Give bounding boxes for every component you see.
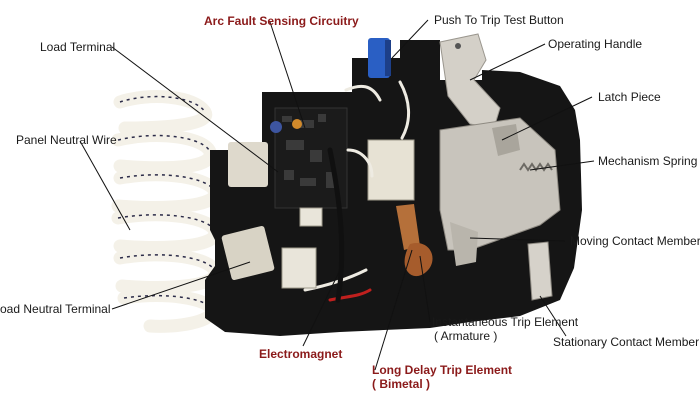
panel-neutral-wire-coil	[111, 90, 222, 333]
mechanism-plate	[439, 117, 561, 251]
leader-lines	[79, 19, 595, 371]
label-instantaneous-line1: Instantaneous Trip Element	[432, 315, 579, 329]
label-long-delay-trip-element: Long Delay Trip Element ( Bimetal )	[372, 363, 512, 391]
label-load-terminal: Load Terminal	[40, 40, 116, 54]
bimetal-strip	[396, 204, 420, 250]
handle-hole	[455, 43, 461, 49]
mechanism-spring-shape	[519, 162, 553, 172]
circuit-components	[282, 114, 336, 188]
label-mechanism-spring: Mechanism Spring	[598, 154, 698, 168]
load-terminal-block	[228, 142, 268, 187]
moving-contact-shape	[450, 222, 478, 266]
label-long-delay-line1: Long Delay Trip Element	[372, 363, 513, 377]
trip-element-block	[367, 139, 415, 201]
label-arc-fault-sensing-circuitry: Arc Fault Sensing Circuitry	[204, 14, 359, 28]
armature-tab	[299, 207, 323, 227]
label-long-delay-line2: ( Bimetal )	[372, 377, 431, 391]
label-latch-piece: Latch Piece	[598, 90, 661, 104]
load-neutral-terminal-block	[221, 225, 275, 281]
push-to-trip-button	[368, 38, 390, 78]
operating-handle	[439, 33, 501, 129]
panel-neutral-wire-stripe	[117, 95, 216, 311]
label-instantaneous-trip-element: Instantaneous Trip Element ( Armature )	[432, 315, 578, 343]
label-operating-handle: Operating Handle	[548, 37, 643, 51]
push-to-trip-button-shadow	[385, 40, 391, 76]
label-instantaneous-line2: ( Armature )	[434, 329, 498, 343]
label-stationary-contact-member: Stationary Contact Member	[553, 335, 700, 349]
label-panel-neutral-wire: Panel Neutral Wire	[16, 133, 117, 147]
stationary-contact-shape	[527, 241, 553, 301]
internal-wires	[303, 80, 410, 303]
latch-piece	[492, 124, 520, 156]
label-electromagnet: Electromagnet	[259, 347, 343, 361]
blue-capacitor	[270, 121, 282, 133]
label-load-neutral-terminal: oad Neutral Terminal	[0, 302, 111, 316]
orange-component	[292, 119, 302, 129]
label-push-to-trip-test-button: Push To Trip Test Button	[434, 13, 564, 27]
label-moving-contact-member: Moving Contact Member	[570, 234, 700, 248]
electromagnet-block	[281, 247, 317, 289]
